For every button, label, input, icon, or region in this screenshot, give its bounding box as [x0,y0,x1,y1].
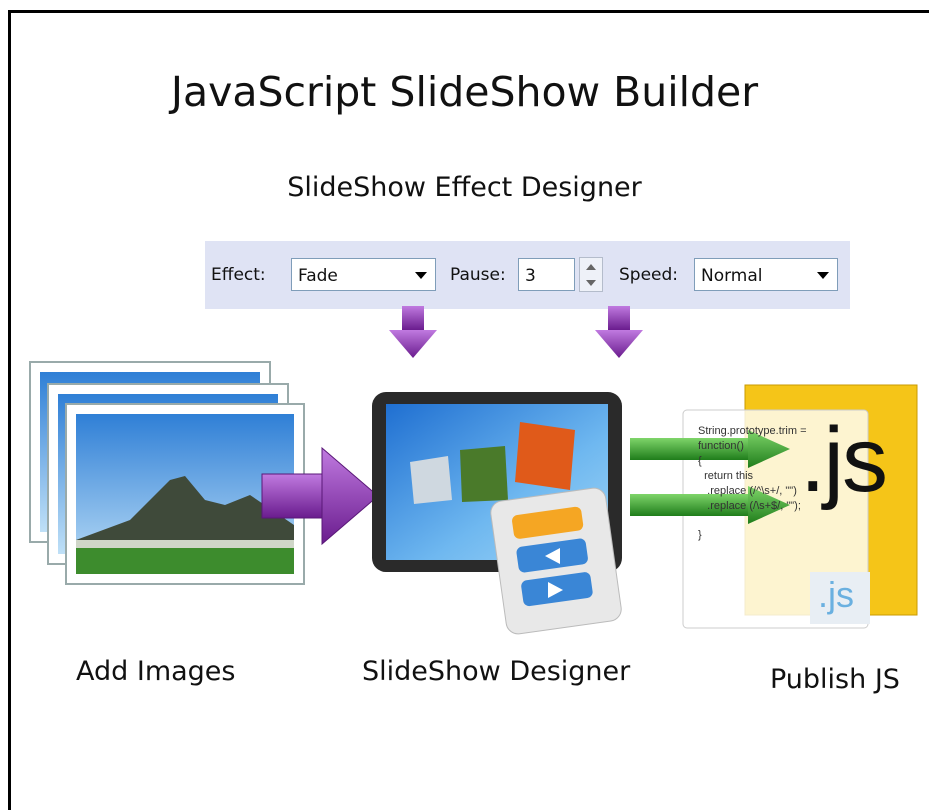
pause-input[interactable]: 3 [518,258,575,291]
right-arrow-icon [261,446,379,546]
effect-toolbar: Effect: Fade Pause: 3 Speed: Normal [205,241,850,309]
effect-select[interactable]: Fade [291,258,436,291]
caption-add-images: Add Images [76,656,236,687]
code-line: .replace (/^\s+/, "") [698,485,797,497]
down-arrow-icon [389,306,437,358]
caption-slideshow-designer: SlideShow Designer [362,656,631,687]
js-small-text: .js [818,574,854,615]
pause-label: Pause: [450,265,506,285]
green-arrow-icon [630,486,790,524]
code-line: } [698,529,702,541]
code-line: String.prototype.trim = [698,425,807,437]
page-subtitle: SlideShow Effect Designer [287,172,642,203]
code-line: function() [698,440,744,452]
photo-stack-icon [29,361,305,585]
speed-select[interactable]: Normal [694,258,838,291]
code-snippet: String.prototype.trim = function() { ret… [698,424,807,543]
chevron-down-icon[interactable] [415,272,427,279]
js-big-text: .js [800,409,888,511]
pause-input-value: 3 [525,266,536,286]
caption-publish-js: Publish JS [770,664,900,695]
code-line: .replace (/\s+$/, ""); [698,500,801,512]
effect-label: Effect: [211,265,266,285]
spin-up-icon[interactable] [586,264,596,270]
chevron-down-icon[interactable] [817,272,829,279]
slideshow-designer-icon [372,392,622,635]
page-frame [8,10,929,810]
illustration [29,306,918,635]
spin-down-icon[interactable] [586,280,596,286]
code-line: return this [698,470,754,482]
effect-select-value: Fade [298,266,338,286]
speed-label: Speed: [619,265,679,285]
green-arrow-icon [630,430,790,468]
page-title: JavaScript SlideShow Builder [170,68,759,116]
speed-select-value: Normal [701,266,763,286]
code-line: { [698,455,702,467]
pause-spinner[interactable] [579,257,603,292]
down-arrow-icon [595,306,643,358]
